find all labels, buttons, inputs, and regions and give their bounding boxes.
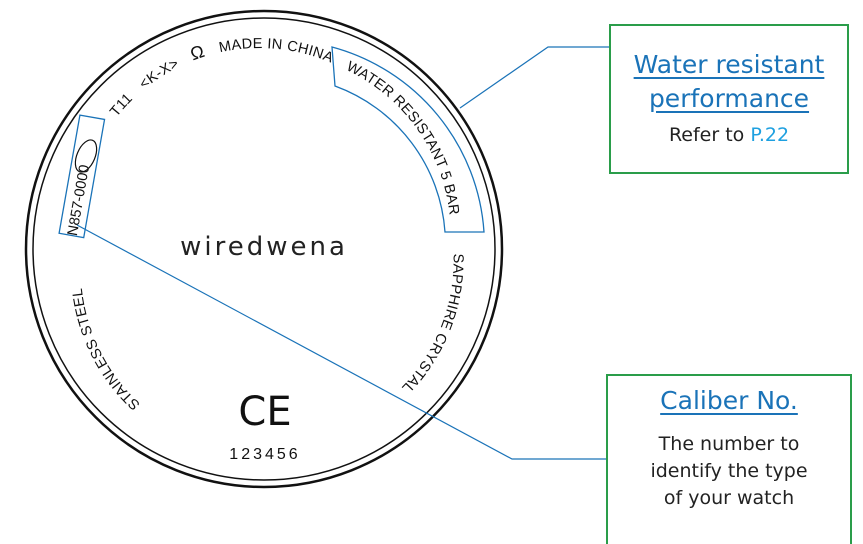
caliber-body-line1: The number to	[658, 433, 800, 455]
rim-text-sapphire: SAPPHIRE CRYSTAL	[398, 254, 465, 396]
ce-mark: CE	[238, 389, 291, 435]
water-resistant-callout: Water resistant performance Refer to P.2…	[609, 24, 849, 174]
caliber-body-line3: of your watch	[663, 487, 795, 509]
case-inner-ring	[32, 17, 496, 481]
leader-line-caliber	[76, 224, 606, 460]
model-code-oval	[74, 139, 98, 173]
leader-line-water	[459, 46, 609, 109]
water-resistant-title[interactable]: Water resistant performance	[611, 48, 847, 116]
page-reference-link[interactable]: P.22	[750, 124, 790, 146]
rim-text-stainless: STAINLESS STEEL	[70, 287, 143, 413]
brand-name: wiredwena	[180, 232, 348, 262]
rim-text-top: T11 <K-X> Ω MADE IN CHINA	[107, 36, 335, 120]
kx-mark: <K-X>	[137, 56, 182, 93]
refer-to-text: Refer to	[668, 124, 751, 146]
caliber-callout: Caliber No. The number to identify the t…	[606, 374, 852, 544]
caliber-title[interactable]: Caliber No.	[660, 386, 798, 415]
serial-number: 123456	[229, 446, 300, 463]
water-callout-body: Refer to P.22	[611, 122, 847, 149]
water-resist-highlight	[331, 46, 485, 233]
caliber-body-line2: identify the type	[650, 460, 808, 482]
omega-symbol: Ω	[188, 41, 208, 64]
caliber-highlight	[58, 114, 106, 239]
made-in-china: MADE IN CHINA	[218, 36, 336, 66]
model-code: T11	[107, 90, 136, 119]
water-title-line2: performance	[648, 84, 810, 113]
water-title-line1: Water resistant	[633, 50, 825, 79]
case-outer-ring	[24, 9, 504, 489]
caliber-callout-body: The number to identify the type of your …	[608, 431, 850, 512]
